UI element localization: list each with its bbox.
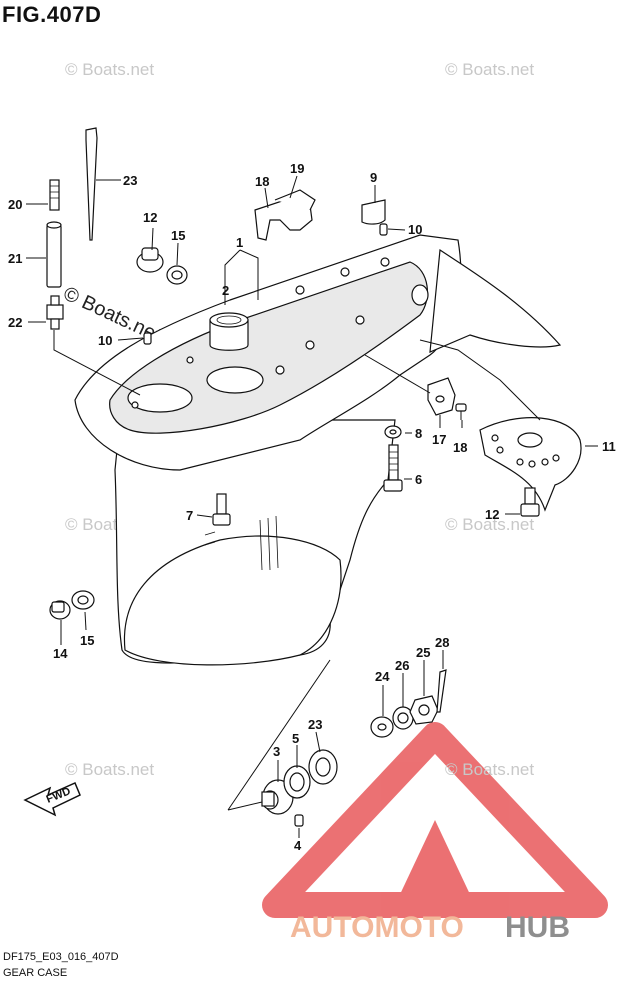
brand-wordmark: AUTOMOTO HUB <box>290 911 570 944</box>
callout-24: 23 <box>308 717 322 732</box>
callout-11: 11 <box>602 439 616 454</box>
washer-8 <box>384 425 402 439</box>
callout-2: 2 <box>222 283 229 298</box>
brand-prefix: AUTOMOTO <box>290 911 464 944</box>
callout-6: 6 <box>415 472 422 487</box>
callout-18: 18 <box>255 174 269 189</box>
dowel-pin-10 <box>143 332 152 345</box>
callout-15: 15 <box>171 228 185 243</box>
bolt-6 <box>383 444 403 492</box>
pin-4 <box>294 814 304 827</box>
watermark: © Boats.net <box>445 60 534 79</box>
callout-7: 7 <box>186 508 193 523</box>
fwd-arrow-icon: FWD <box>23 782 81 817</box>
dowel-pin-10 <box>379 223 388 236</box>
trim-tab-anode-11 <box>479 417 582 512</box>
figure-title: FIG.407D <box>2 2 102 27</box>
callout-26: 25 <box>416 645 430 660</box>
washer-25 <box>370 716 394 738</box>
callout-1: 1 <box>236 235 243 250</box>
washer-27 <box>392 706 414 730</box>
callout-28: 28 <box>435 635 449 650</box>
watermark: © Boats.net <box>65 60 154 79</box>
callout-16: 17 <box>432 432 446 447</box>
brand-logo-icon <box>262 722 608 918</box>
nut-26 <box>409 695 439 725</box>
screw-17 <box>455 403 467 420</box>
bolt-12 <box>520 487 540 517</box>
callout-14: 14 <box>53 646 68 661</box>
rubber-mount-18-19 <box>254 189 316 241</box>
callout-22: 22 <box>8 315 22 330</box>
gear-case-housing <box>74 234 562 666</box>
callout-25: 24 <box>375 669 390 684</box>
fitting-22 <box>46 295 64 330</box>
callout-21: 21 <box>8 251 22 266</box>
seal-5 <box>283 765 311 799</box>
callout-8: 8 <box>415 426 422 441</box>
watermark: © Boats.net <box>65 760 154 779</box>
bolt-20 <box>49 179 60 211</box>
washer-15-bottom <box>71 590 95 610</box>
callout-15: 15 <box>80 633 94 648</box>
figure-code: DF175_E03_016_407D <box>3 951 119 963</box>
callout-23: 23 <box>123 173 137 188</box>
bearing-24 <box>308 749 338 785</box>
pipe-21 <box>46 221 62 288</box>
callout-19: 19 <box>290 161 304 176</box>
callout-10: 10 <box>98 333 112 348</box>
washer-15-top <box>166 265 188 285</box>
plug-14 <box>49 600 71 620</box>
callout-12: 12 <box>485 507 499 522</box>
callout-9: 9 <box>370 170 377 185</box>
callout-3: 3 <box>273 744 280 759</box>
brand-suffix: HUB <box>505 911 570 944</box>
plug-13 <box>136 247 164 273</box>
cotter-pin-28 <box>436 669 447 713</box>
callout-5: 5 <box>292 731 299 746</box>
anode-16 <box>427 377 456 416</box>
figure-name: GEAR CASE <box>3 967 68 979</box>
cable-tie <box>85 127 98 241</box>
callout-13: 12 <box>143 210 157 225</box>
callout-10: 10 <box>408 222 422 237</box>
callout-27: 26 <box>395 658 409 673</box>
bolt-7 <box>212 493 231 526</box>
leader-lines <box>26 175 598 838</box>
callout-17: 18 <box>453 440 467 455</box>
callout-4: 4 <box>294 838 302 853</box>
callout-20: 20 <box>8 197 22 212</box>
watermark: © Boats.net <box>445 760 534 779</box>
pad-9 <box>361 199 386 225</box>
watermark: © Boats.net <box>445 515 534 534</box>
